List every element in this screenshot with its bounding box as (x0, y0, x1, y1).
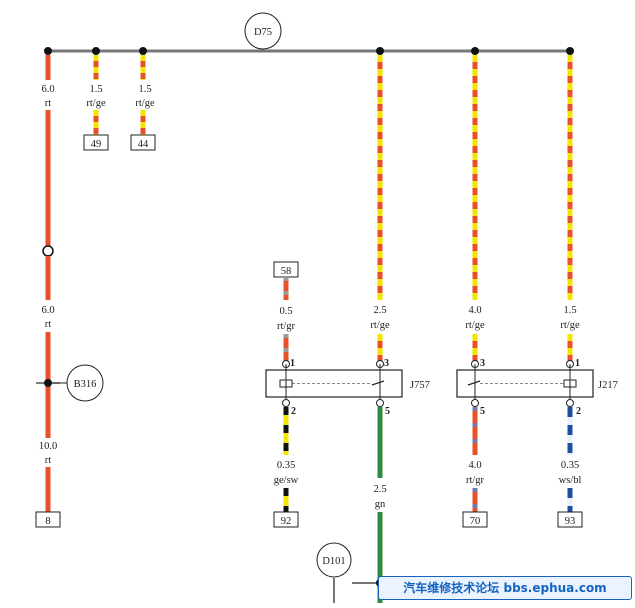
terminal-93: 93 (557, 511, 583, 528)
svg-text:B316: B316 (74, 379, 97, 390)
svg-text:D75: D75 (254, 27, 272, 38)
wire-w12: 4.0 rt/gr (466, 407, 485, 512)
svg-text:4.0: 4.0 (468, 460, 481, 471)
svg-text:1: 1 (290, 358, 295, 369)
wire-w7: 2.5 rt/ge (370, 55, 390, 362)
svg-text:1.5: 1.5 (563, 305, 576, 316)
j757-pin-contacts: 1 3 2 5 (282, 358, 390, 417)
svg-text:92: 92 (281, 516, 292, 527)
j217-pin-contacts: 3 1 5 2 (471, 358, 581, 417)
terminal-44: 44 (130, 134, 156, 151)
svg-text:0.35: 0.35 (277, 460, 295, 471)
svg-text:rt/ge: rt/ge (465, 320, 485, 331)
svg-text:rt: rt (45, 319, 51, 330)
svg-text:0.5: 0.5 (279, 306, 292, 317)
svg-text:44: 44 (138, 139, 149, 150)
svg-text:J757: J757 (410, 380, 430, 391)
wire-w5: 10.0 rt (39, 441, 57, 512)
svg-text:8: 8 (45, 516, 50, 527)
svg-text:3: 3 (384, 358, 389, 369)
terminal-8: 8 (35, 511, 61, 528)
wire-w3: 1.5 rt/ge (135, 55, 155, 135)
svg-text:rt/gr: rt/gr (277, 321, 296, 332)
svg-text:D101: D101 (322, 556, 345, 567)
bus-nodes (44, 47, 574, 55)
svg-text:gn: gn (375, 499, 386, 510)
wire-w6: 0.5 rt/gr (277, 277, 296, 362)
svg-text:2: 2 (576, 406, 581, 417)
wire-w13: 0.35 ws/bl (559, 407, 582, 512)
svg-text:1: 1 (575, 358, 580, 369)
relay-j757: J757 (265, 369, 430, 398)
terminal-58: 58 (273, 261, 299, 278)
svg-text:rt/gr: rt/gr (466, 475, 485, 486)
svg-text:2.5: 2.5 (373, 484, 386, 495)
svg-text:2.5: 2.5 (373, 305, 386, 316)
svg-text:6.0: 6.0 (41, 84, 54, 95)
wire-w4: 6.0 rt (41, 256, 55, 438)
wire-w10: 0.35 ge/sw (274, 407, 299, 512)
svg-text:rt/ge: rt/ge (370, 320, 390, 331)
svg-text:rt: rt (45, 455, 51, 466)
svg-text:1.5: 1.5 (138, 84, 151, 95)
d75-bus-label: D75 (244, 12, 282, 50)
watermark-banner: 汽车维修技术论坛 bbs.ephua.com (378, 576, 632, 600)
svg-text:J217: J217 (598, 380, 618, 391)
svg-text:5: 5 (385, 406, 390, 417)
svg-text:rt/ge: rt/ge (135, 98, 155, 109)
svg-text:5: 5 (480, 406, 485, 417)
svg-text:70: 70 (470, 516, 481, 527)
svg-text:ws/bl: ws/bl (559, 475, 582, 486)
svg-text:1.5: 1.5 (89, 84, 102, 95)
wire-splice-node (42, 245, 54, 257)
svg-text:6.0: 6.0 (41, 305, 54, 316)
wire-w11: 2.5 gn (373, 407, 387, 603)
svg-text:3: 3 (480, 358, 485, 369)
svg-text:2: 2 (291, 406, 296, 417)
svg-text:rt: rt (45, 98, 51, 109)
svg-text:58: 58 (281, 266, 292, 277)
wire-w9: 1.5 rt/ge (560, 55, 580, 362)
svg-text:4.0: 4.0 (468, 305, 481, 316)
svg-text:93: 93 (565, 516, 576, 527)
wire-w2: 1.5 rt/ge (86, 55, 106, 135)
svg-text:rt/ge: rt/ge (86, 98, 106, 109)
terminal-49: 49 (83, 134, 109, 151)
ground-d101: D101 (316, 542, 384, 603)
svg-text:49: 49 (91, 139, 102, 150)
svg-text:ge/sw: ge/sw (274, 475, 299, 486)
terminal-70: 70 (462, 511, 488, 528)
svg-text:10.0: 10.0 (39, 441, 57, 452)
terminal-92: 92 (273, 511, 299, 528)
relay-j217: J217 (456, 369, 618, 398)
svg-text:0.35: 0.35 (561, 460, 579, 471)
wire-w1: 6.0 rt (41, 55, 55, 246)
connector-b316: B316 (36, 364, 104, 402)
wire-w8: 4.0 rt/ge (465, 55, 485, 362)
svg-text:rt/ge: rt/ge (560, 320, 580, 331)
